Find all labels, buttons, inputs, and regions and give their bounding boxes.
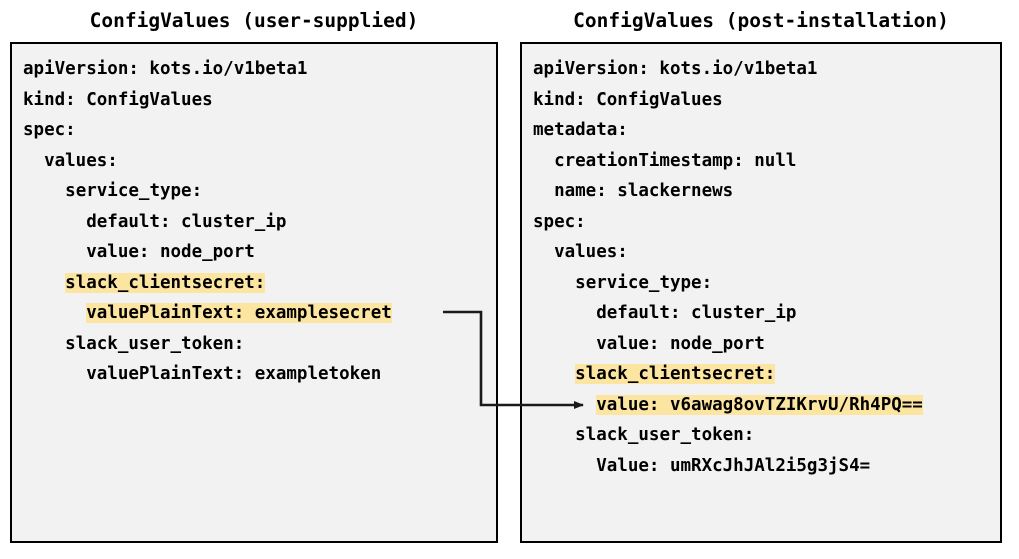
code-line: spec:	[522, 207, 923, 238]
code-line: default: cluster_ip	[12, 207, 392, 238]
code-text: metadata:	[533, 120, 628, 140]
code-line: default: cluster_ip	[522, 298, 923, 329]
code-text: value: node_port	[596, 333, 765, 354]
code-indent	[533, 242, 554, 262]
code-indent	[23, 273, 65, 293]
code-indent	[23, 334, 65, 354]
code-line: apiVersion: kots.io/v1beta1	[12, 54, 392, 85]
code-indent	[533, 456, 596, 476]
code-text: spec:	[23, 120, 76, 140]
code-line: service_type:	[522, 268, 923, 299]
code-line: slack_clientsecret:	[522, 359, 923, 390]
panel-title-post-installation: ConfigValues (post-installation)	[573, 9, 949, 32]
code-line: service_type:	[12, 176, 392, 207]
code-line: values:	[12, 146, 392, 177]
code-text: kind: ConfigValues	[23, 89, 213, 110]
code-indent	[533, 273, 575, 293]
code-line: spec:	[12, 115, 392, 146]
code-line: value: v6awag8ovTZIKrvU/Rh4PQ==	[522, 390, 923, 421]
code-text: valuePlainText: exampletoken	[86, 364, 382, 384]
code-line: valuePlainText: examplesecret	[12, 298, 392, 329]
code-indent	[533, 395, 596, 415]
configvalues-user-supplied-panel: apiVersion: kots.io/v1beta1 kind: ConfigV…	[10, 42, 498, 543]
configvalues-post-installation-code: apiVersion: kots.io/v1beta1 kind: ConfigV…	[522, 44, 923, 481]
code-indent	[533, 181, 554, 201]
code-line: kind: ConfigValues	[522, 85, 923, 116]
code-text-highlighted: valuePlainText: examplesecret	[86, 303, 392, 323]
code-line: slack_clientsecret:	[12, 268, 392, 299]
code-indent	[533, 303, 596, 323]
code-text-highlighted: value: v6awag8ovTZIKrvU/Rh4PQ==	[596, 394, 923, 415]
code-indent	[533, 151, 554, 171]
code-text: name: slackernews	[554, 181, 734, 201]
code-line: value: node_port	[522, 329, 923, 360]
code-indent	[533, 425, 575, 445]
code-text: apiVersion: kots.io/v1beta1	[533, 59, 818, 79]
code-indent	[23, 212, 86, 232]
panel-title-user-supplied: ConfigValues (user-supplied)	[89, 9, 419, 32]
code-line: kind: ConfigValues	[12, 85, 392, 116]
code-line: slack_user_token:	[522, 420, 923, 451]
code-text: creationTimestamp: null	[554, 150, 797, 171]
code-text-highlighted: slack_clientsecret:	[575, 364, 776, 384]
code-text-highlighted: slack_clientsecret:	[65, 272, 266, 293]
code-text: service_type:	[575, 272, 713, 293]
code-indent	[23, 303, 86, 323]
code-text: values:	[44, 150, 118, 171]
code-line: slack_user_token:	[12, 329, 392, 360]
code-indent	[533, 364, 575, 384]
code-line: value: node_port	[12, 237, 392, 268]
code-text: apiVersion: kots.io/v1beta1	[23, 59, 308, 79]
code-text: spec:	[533, 211, 586, 232]
code-line: Value: umRXcJhJAl2i5g3jS4=	[522, 451, 923, 482]
code-text: Value: umRXcJhJAl2i5g3jS4=	[596, 455, 871, 476]
code-text: default: cluster_ip	[596, 303, 797, 323]
code-line: apiVersion: kots.io/v1beta1	[522, 54, 923, 85]
code-indent	[23, 181, 65, 201]
code-text: default: cluster_ip	[86, 211, 287, 232]
code-line: metadata:	[522, 115, 923, 146]
code-indent	[23, 242, 86, 262]
code-text: kind: ConfigValues	[533, 89, 723, 110]
configvalues-user-supplied-code: apiVersion: kots.io/v1beta1 kind: ConfigV…	[12, 44, 392, 390]
code-line: values:	[522, 237, 923, 268]
code-line: creationTimestamp: null	[522, 146, 923, 177]
code-text: slack_user_token:	[575, 425, 755, 445]
code-line: valuePlainText: exampletoken	[12, 359, 392, 390]
code-indent	[533, 334, 596, 354]
configvalues-post-installation-panel: apiVersion: kots.io/v1beta1 kind: ConfigV…	[520, 42, 1002, 543]
code-indent	[23, 151, 44, 171]
code-text: slack_user_token:	[65, 333, 245, 354]
code-text: service_type:	[65, 181, 203, 201]
code-line: name: slackernews	[522, 176, 923, 207]
code-text: value: node_port	[86, 242, 255, 262]
code-text: values:	[554, 242, 628, 262]
code-indent	[23, 364, 86, 384]
